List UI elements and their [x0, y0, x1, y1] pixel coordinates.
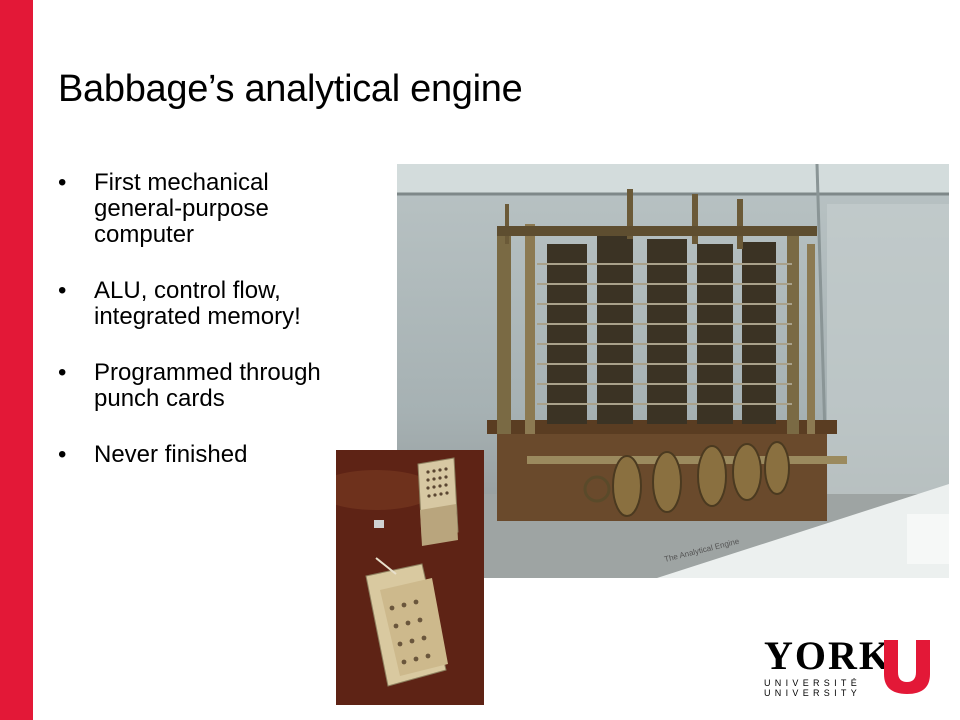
- bullet-dot: •: [58, 359, 67, 386]
- analytical-engine-photo: The Analytical Engine: [397, 164, 949, 578]
- bullet-dot: •: [58, 277, 67, 304]
- bullet-dot: •: [58, 441, 67, 468]
- bullet-text: Programmed through punch cards: [94, 359, 321, 412]
- punch-cards-illustration: [336, 450, 484, 705]
- bullet-dot: •: [58, 169, 67, 196]
- logo-line-french: UNIVERSITÉ: [764, 678, 862, 688]
- york-u-icon: [884, 640, 930, 694]
- logo-wordmark: YORK: [764, 633, 892, 678]
- york-university-logo: YORK UNIVERSITÉ UNIVERSITY: [760, 633, 935, 698]
- bullet-text: First mechanical general-purpose compute…: [94, 169, 269, 248]
- accent-bar: [0, 0, 33, 720]
- logo-line-english: UNIVERSITY: [764, 688, 862, 698]
- bullet-list: • First mechanical general-purpose compu…: [58, 170, 328, 498]
- bullet-item: • Never finished: [58, 442, 328, 468]
- analytical-engine-illustration: The Analytical Engine: [397, 164, 949, 578]
- bullet-text: Never finished: [94, 441, 248, 468]
- bullet-text: ALU, control flow, integrated memory!: [94, 277, 301, 330]
- bullet-item: • First mechanical general-purpose compu…: [58, 170, 328, 248]
- bullet-item: • Programmed through punch cards: [58, 360, 328, 412]
- punch-cards-photo: [336, 450, 484, 705]
- bullet-item: • ALU, control flow, integrated memory!: [58, 278, 328, 330]
- slide-title: Babbage’s analytical engine: [58, 68, 523, 110]
